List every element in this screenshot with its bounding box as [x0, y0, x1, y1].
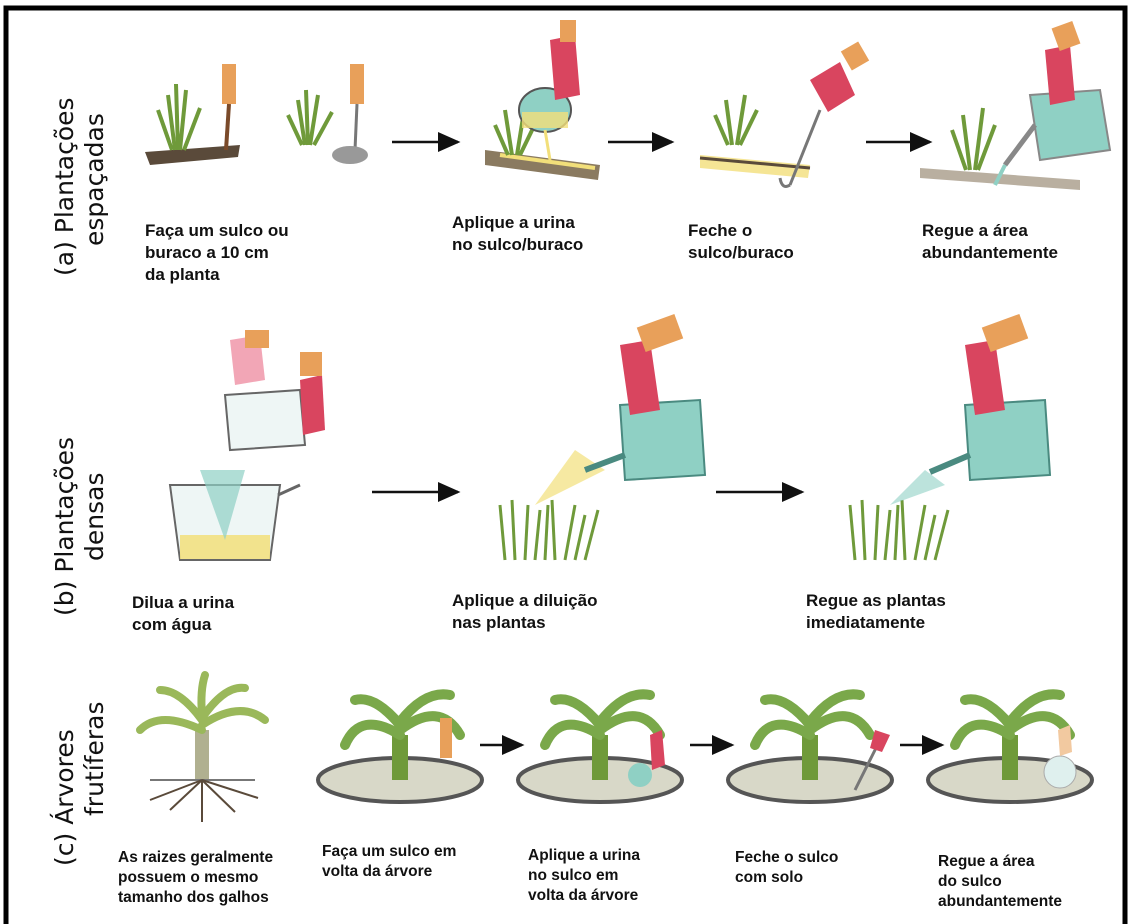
caption-b1-line2: com água	[132, 614, 234, 636]
step-c5-illustration	[928, 694, 1092, 802]
caption-a1-line2: buraco a 10 cm	[145, 242, 289, 264]
caption-c2: Faça um sulco em volta da árvore	[322, 842, 456, 882]
caption-c1-line1: As raizes geralmente	[118, 848, 273, 868]
caption-c2-line1: Faça um sulco em	[322, 842, 456, 862]
caption-b2: Aplique a diluição nas plantas	[452, 590, 597, 634]
caption-a2-line2: no sulco/buraco	[452, 234, 583, 256]
section-c-label-line1: (c) Árvores	[50, 702, 80, 866]
caption-c1: As raizes geralmente possuem o mesmo tam…	[118, 848, 273, 908]
caption-b1-line1: Dilua a urina	[132, 592, 234, 614]
caption-b3-line1: Regue as plantas	[806, 590, 946, 612]
caption-a3-line2: sulco/buraco	[688, 242, 794, 264]
step-c4-illustration	[728, 694, 892, 802]
caption-c3-line2: no sulco em	[528, 866, 640, 886]
caption-a1: Faça um sulco ou buraco a 10 cm da plant…	[145, 220, 289, 286]
caption-b1: Dilua a urina com água	[132, 592, 234, 636]
caption-c3: Aplique a urina no sulco em volta da árv…	[528, 846, 640, 906]
step-b2-illustration	[500, 314, 705, 560]
caption-b3: Regue as plantas imediatamente	[806, 590, 946, 634]
section-a-label: (a) Plantações espaçadas	[50, 97, 110, 276]
caption-b3-line2: imediatamente	[806, 612, 946, 634]
section-b-label-line1: (b) Plantações	[50, 437, 80, 616]
caption-b2-line2: nas plantas	[452, 612, 597, 634]
caption-c3-line1: Aplique a urina	[528, 846, 640, 866]
caption-a2-line1: Aplique a urina	[452, 212, 583, 234]
step-c1-illustration	[140, 675, 265, 822]
step-a4-illustration	[920, 21, 1110, 190]
section-a-label-line2: espaçadas	[80, 97, 110, 276]
caption-c1-line2: possuem o mesmo	[118, 868, 273, 888]
caption-c4-line1: Feche o sulco	[735, 848, 838, 868]
caption-a4: Regue a área abundantemente	[922, 220, 1058, 264]
caption-c5-line1: Regue a área	[938, 852, 1062, 872]
caption-b2-line1: Aplique a diluição	[452, 590, 597, 612]
caption-a2: Aplique a urina no sulco/buraco	[452, 212, 583, 256]
caption-c5-line3: abundantemente	[938, 892, 1062, 912]
caption-c1-line3: tamanho dos galhos	[118, 888, 273, 908]
caption-a1-line1: Faça um sulco ou	[145, 220, 289, 242]
caption-c5: Regue a área do sulco abundantemente	[938, 852, 1062, 912]
step-a3-illustration	[700, 41, 869, 186]
caption-c3-line3: volta da árvore	[528, 886, 640, 906]
caption-c4: Feche o sulco com solo	[735, 848, 838, 888]
caption-a4-line2: abundantemente	[922, 242, 1058, 264]
caption-c5-line2: do sulco	[938, 872, 1062, 892]
caption-c2-line2: volta da árvore	[322, 862, 456, 882]
caption-c4-line2: com solo	[735, 868, 838, 888]
section-b-label: (b) Plantações densas	[50, 437, 110, 616]
step-b1-illustration	[170, 330, 325, 560]
caption-a3-line1: Feche o	[688, 220, 794, 242]
caption-a3: Feche o sulco/buraco	[688, 220, 794, 264]
section-c-label-line2: frutíferas	[80, 702, 110, 866]
step-a2-illustration	[485, 20, 600, 180]
step-a1-illustration	[145, 64, 368, 165]
caption-a1-line3: da planta	[145, 264, 289, 286]
section-a-label-line1: (a) Plantações	[50, 97, 80, 276]
step-c2-illustration	[318, 694, 482, 802]
caption-a4-line1: Regue a área	[922, 220, 1058, 242]
step-b3-illustration	[850, 314, 1050, 560]
section-c-label: (c) Árvores frutíferas	[50, 702, 110, 866]
section-b-label-line2: densas	[80, 437, 110, 616]
step-c3-illustration	[518, 694, 682, 802]
